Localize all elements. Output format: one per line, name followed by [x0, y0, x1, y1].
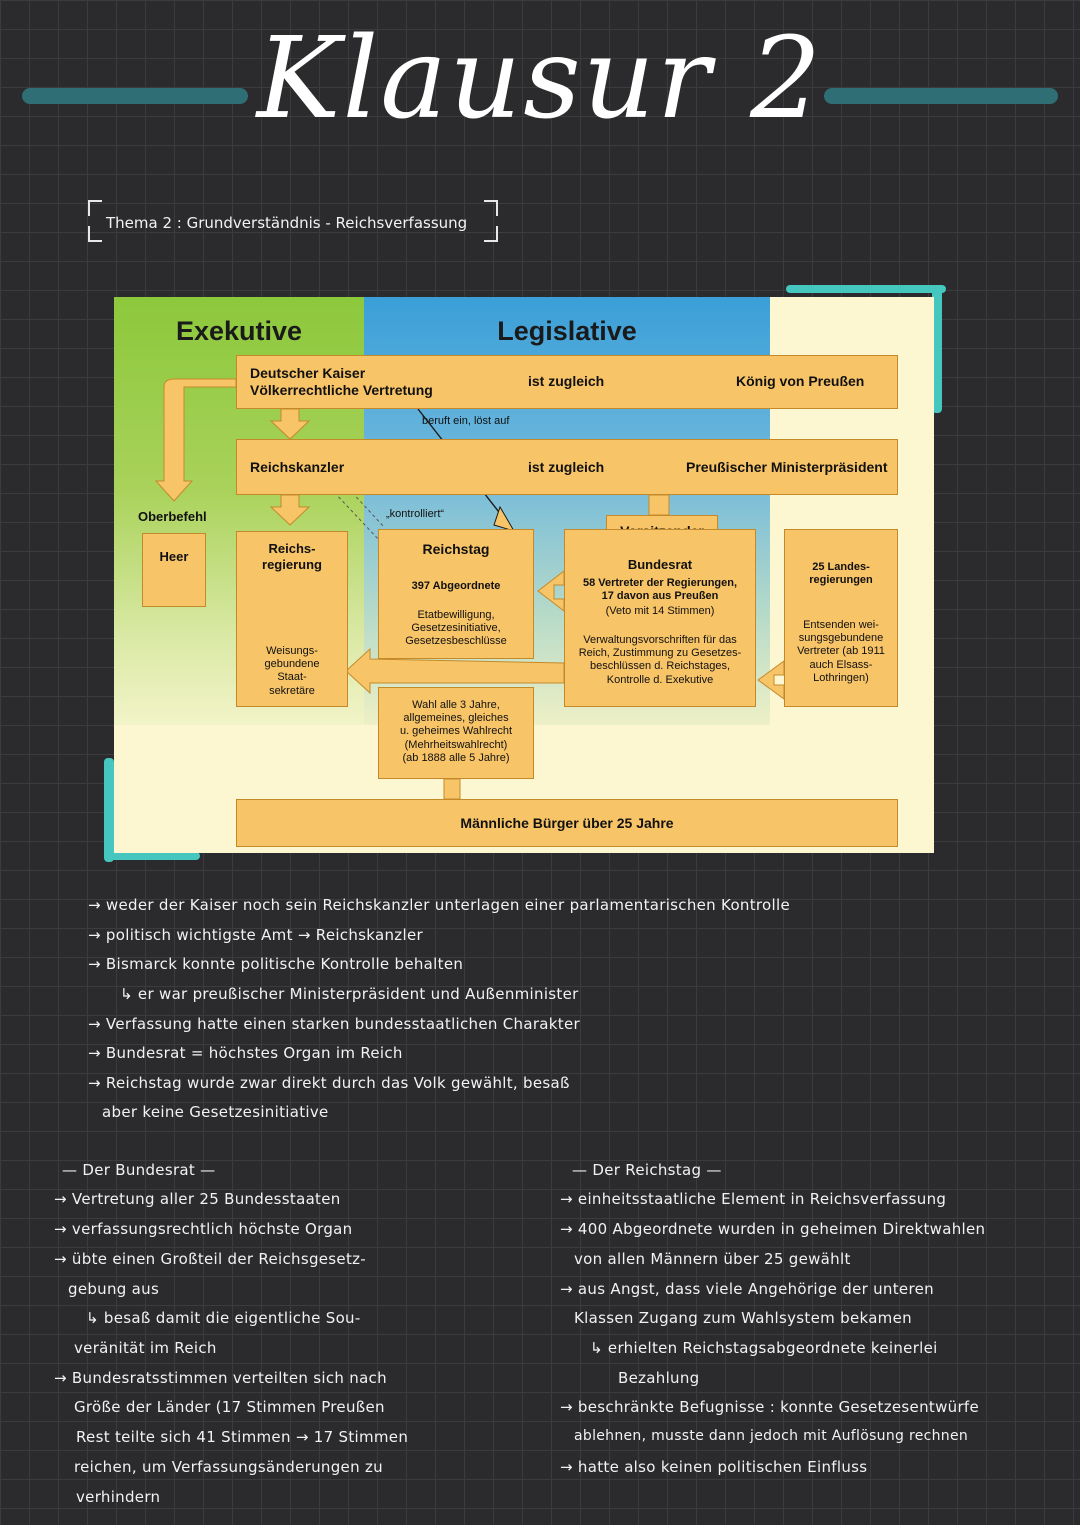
- bundesrat-line: verhindern: [76, 1488, 161, 1506]
- bundesrat-line: veränität im Reich: [74, 1339, 217, 1357]
- connector-vorsitzender: [648, 494, 670, 516]
- frame-accent-right: [932, 285, 942, 413]
- ist-zugleich-1: ist zugleich: [528, 373, 605, 389]
- beruft-label: beruft ein, löst auf: [422, 415, 510, 427]
- arrow-landesreg-bundesrat: [757, 660, 785, 700]
- bundesrat-line: → übte einen Großteil der Reichsgesetz-: [54, 1250, 367, 1268]
- reichstag-line: von allen Männern über 25 gewählt: [574, 1250, 851, 1268]
- reichstag-line: ↳ erhielten Reichstagsabgeordnete keiner…: [590, 1339, 938, 1357]
- exekutive-header: Exekutive: [175, 316, 303, 346]
- reichstag-heading: — Der Reichstag —: [572, 1161, 722, 1179]
- reichsregierung-box: [236, 531, 348, 707]
- arrow-oberbefehl: [154, 378, 237, 502]
- landesregierungen-title: 25 Landes- regierungen: [809, 561, 873, 587]
- note-line: → Verfassung hatte einen starken bundess…: [88, 1015, 580, 1033]
- reichstag-box: [378, 529, 534, 659]
- reichstag-line: → aus Angst, dass viele Angehörige der u…: [560, 1280, 934, 1298]
- wahl-box: [378, 687, 534, 779]
- reichstag-line: → hatte also keinen politischen Einfluss: [560, 1458, 868, 1476]
- note-line: → weder der Kaiser noch sein Reichskanzl…: [88, 896, 790, 914]
- diagram-arrows: [154, 378, 785, 800]
- kaiser-label: Deutscher Kaiser: [250, 365, 366, 381]
- bundesrat-tasks: Verwaltungsvorschriften für das Reich, Z…: [578, 634, 742, 686]
- legislative-header: Legislative: [497, 316, 637, 346]
- topic-heading: Thema 2 : Grundverständnis - Reichsverfa…: [106, 214, 468, 232]
- note-line: ↳ er war preußischer Ministerpräsident u…: [120, 985, 579, 1003]
- reichstag-rights: Etatbewilligung, Gesetzesinitiative, Ges…: [405, 609, 507, 648]
- note-line: aber keine Gesetzesinitiative: [102, 1103, 329, 1121]
- bundesrat-heading: — Der Bundesrat —: [62, 1161, 216, 1179]
- frame-accent-left: [104, 758, 114, 862]
- bundesrat-line: Rest teilte sich 41 Stimmen → 17 Stimmen: [76, 1428, 409, 1446]
- bundesrat-title: Bundesrat: [627, 557, 693, 572]
- reichstag-line: → beschränkte Befugnisse : konnte Gesetz…: [560, 1398, 980, 1416]
- heer-label: Heer: [159, 549, 189, 564]
- bundesrat-box: [564, 529, 756, 707]
- reichstag-line: → 400 Abgeordnete wurden in geheimen Dir…: [560, 1220, 986, 1238]
- kontrolliert-label: „kontrolliert“: [386, 508, 445, 520]
- bundesrat-line: gebung aus: [68, 1280, 160, 1298]
- koenig-label: König von Preußen: [736, 373, 865, 389]
- reichstag-title: Reichstag: [422, 541, 490, 557]
- bundesrat-line: Größe der Länder (17 Stimmen Preußen: [74, 1398, 385, 1416]
- arrow-kanzler-regierung: [269, 494, 311, 526]
- bracket-top-left: [88, 200, 102, 216]
- frame-accent-bottom: [104, 852, 200, 860]
- oberbefehl-label: Oberbefehl: [138, 509, 207, 524]
- connector-buerger-wahl: [443, 778, 461, 800]
- reichstag-line: Bezahlung: [618, 1369, 700, 1387]
- buerger-box: [236, 799, 898, 847]
- reichstag-abgeordnete: 397 Abgeordnete: [411, 580, 501, 592]
- kaiser-box: [236, 355, 898, 409]
- title-decoration-right: [824, 88, 1058, 104]
- bracket-top-right: [484, 200, 498, 216]
- bundesrat-members: 58 Vertreter der Regierungen, 17 davon a…: [582, 577, 738, 603]
- title-decoration-left: [22, 88, 248, 104]
- reichskanzler-label: Reichskanzler: [250, 459, 345, 475]
- reichsverfassung-diagram: Exekutive Legislative: [114, 297, 934, 853]
- reichsregierung-label: Reichs- regierung: [262, 541, 322, 572]
- ministerpraesident-label: Preußischer Ministerpräsident: [686, 459, 888, 475]
- page-title: Klausur 2: [256, 14, 824, 144]
- bundesrat-line: → verfassungsrechtlich höchste Organ: [54, 1220, 353, 1238]
- frame-accent-top: [786, 285, 946, 293]
- heer-box: [142, 533, 206, 607]
- staatssekretaere-label: Weisungs- gebundene Staat- sekretäre: [264, 645, 320, 697]
- bracket-bottom-left: [88, 226, 102, 242]
- arrow-bundesrat-reichstag: [537, 569, 565, 613]
- bundesrat-line: ↳ besaß damit die eigentliche Sou-: [86, 1309, 361, 1327]
- bundesrat-line: → Vertretung aller 25 Bundesstaaten: [54, 1190, 341, 1208]
- note-line: → Reichstag wurde zwar direkt durch das …: [88, 1074, 570, 1092]
- kaiser-subtitle: Völkerrechtliche Vertretung: [250, 382, 433, 398]
- reichskanzler-box: [236, 439, 898, 495]
- reichstag-line: ablehnen, musste dann jedoch mit Auflösu…: [574, 1428, 969, 1444]
- bracket-bottom-right: [484, 226, 498, 242]
- arrow-beruft-head: [493, 505, 516, 532]
- note-line: → Bismarck konnte politische Kontrolle b…: [88, 955, 464, 973]
- reichstag-line: Klassen Zugang zum Wahlsystem bekamen: [574, 1309, 912, 1327]
- landesregierungen-box: [784, 529, 898, 707]
- bundesrat-line: → Bundesratsstimmen verteilten sich nach: [54, 1369, 387, 1387]
- arrow-kaiser-kanzler: [269, 408, 311, 440]
- wahl-text: Wahl alle 3 Jahre, allgemeines, gleiches…: [399, 699, 513, 764]
- buerger-label: Männliche Bürger über 25 Jahre: [460, 815, 674, 831]
- landesregierungen-text: Entsenden wei- sungsgebundene Vertreter …: [797, 619, 885, 684]
- reichstag-line: → einheitsstaatliche Element in Reichsve…: [560, 1190, 947, 1208]
- note-line: → Bundesrat = höchstes Organ im Reich: [88, 1044, 403, 1062]
- note-line: → politisch wichtigste Amt → Reichskanzl…: [88, 926, 423, 944]
- bundesrat-veto: (Veto mit 14 Stimmen): [605, 605, 715, 617]
- bundesrat-line: reichen, um Verfassungsänderungen zu: [74, 1458, 383, 1476]
- arrow-bundesrat-regierung: [345, 647, 565, 695]
- ist-zugleich-2: ist zugleich: [528, 459, 605, 475]
